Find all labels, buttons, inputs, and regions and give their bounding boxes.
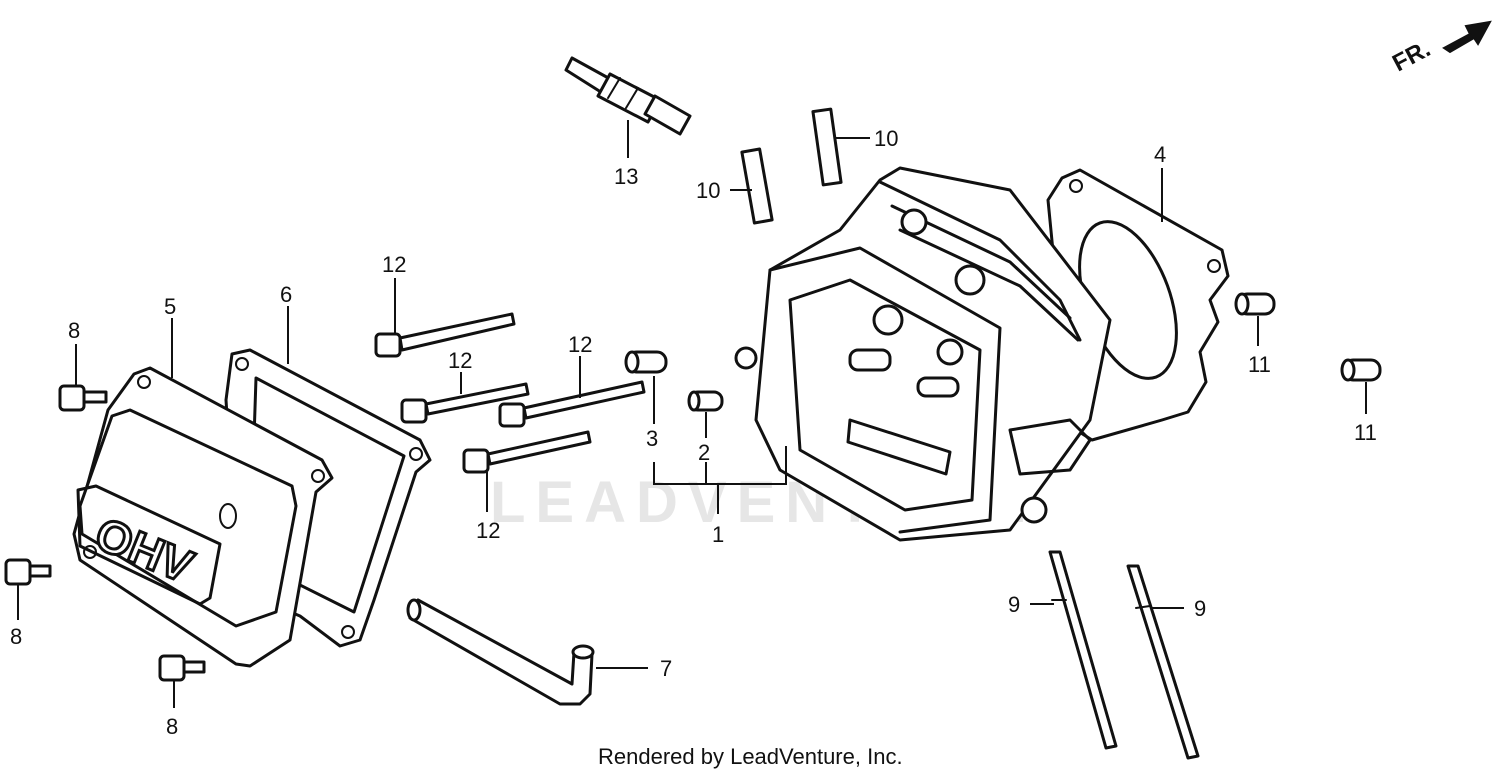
breather-tube [406,598,595,706]
cylinder-head-cover: OHV [72,366,334,668]
stud-bolt-upper [811,107,843,187]
footer-credit: Rendered by LeadVenture, Inc. [598,744,903,769]
callout-12-bottom: 12 [476,518,500,543]
callout-12-top: 12 [382,252,406,277]
flange-bolt-bottom [462,430,592,474]
callout-5: 5 [164,294,176,319]
cover-bolt-bottom [158,654,206,682]
callout-11-b: 11 [1354,420,1377,445]
flange-bolt-mid-right [498,380,646,428]
dowel-pin-right-a [1234,292,1276,316]
callout-6: 6 [280,282,292,307]
push-rod-right [1126,564,1200,760]
flange-bolt-top [374,312,516,358]
callout-8-left: 8 [10,624,22,649]
spark-plug [564,56,692,136]
fr-arrow-icon [1442,20,1492,54]
stud-bolt-lower [740,147,774,225]
callout-9-right: 9 [1194,596,1206,621]
callout-12-mid-left: 12 [448,348,472,373]
callout-1: 1 [712,522,724,547]
push-rod-left [1048,550,1118,750]
callout-10-left: 10 [696,178,720,203]
dowel-pin-right-b [1340,358,1382,382]
callout-7: 7 [660,656,672,681]
callout-12-mid-right: 12 [568,332,592,357]
callout-2: 2 [698,440,710,465]
front-direction-marker: FR. [1388,20,1492,77]
cylinder-head [734,166,1112,542]
callout-13: 13 [614,164,638,189]
callout-11-a: 11 [1248,352,1271,377]
dowel-pin-small [687,390,724,412]
callout-3: 3 [646,426,658,451]
flange-bolt-mid-left [400,382,530,424]
dowel-pin-large [624,350,668,374]
cover-bolt-left [4,558,52,586]
fr-label: FR. [1388,35,1435,77]
callout-10-top: 10 [874,126,898,151]
callout-8-top: 8 [68,318,80,343]
callout-8-bottom: 8 [166,714,178,739]
cover-bolt-top [58,384,108,412]
callout-9-left: 9 [1008,592,1020,617]
callout-4: 4 [1154,142,1166,167]
